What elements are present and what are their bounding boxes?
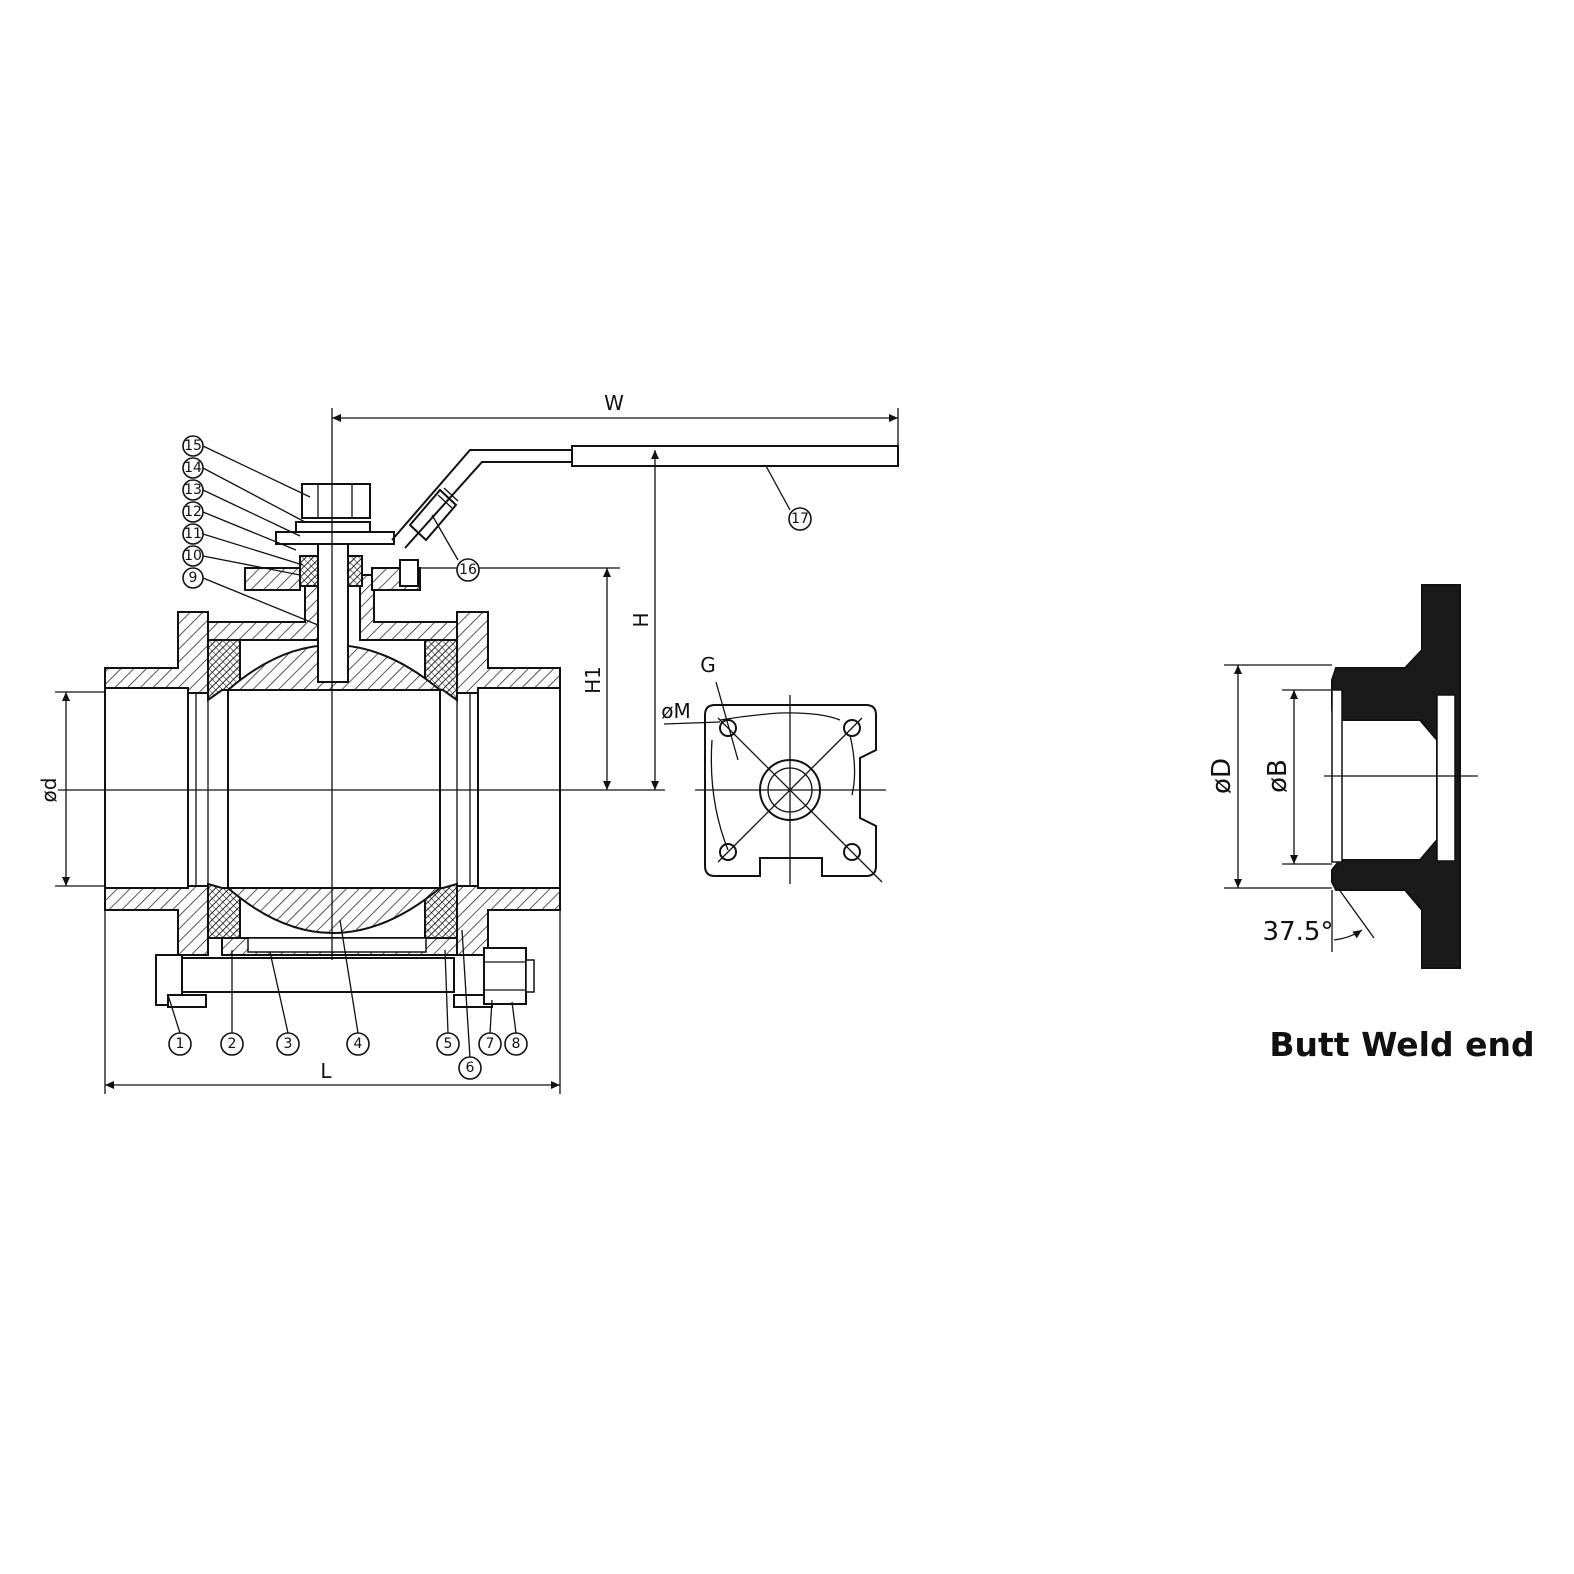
butt-weld-detail: øD øB 37.5° Butt Weld end [1207,584,1535,1064]
detail-title: Butt Weld end [1269,1025,1534,1064]
svg-text:13: 13 [184,482,202,498]
part-balloons: 15 14 13 12 11 10 9 1 2 3 4 5 6 7 8 16 1… [167,435,812,1080]
balloon-9: 9 [182,567,204,589]
balloon-13: 13 [182,479,204,501]
svg-text:15: 15 [184,438,202,454]
left-seat-lower [207,882,241,939]
svg-text:3: 3 [284,1036,293,1052]
balloon-6: 6 [458,1056,482,1080]
svg-text:2: 2 [228,1036,237,1052]
balloon-4: 4 [346,1032,370,1056]
svg-text:12: 12 [184,504,202,520]
flange-bolt-hole [719,719,737,737]
dim-G: G [700,653,716,677]
stem-packing [299,555,319,587]
balloon-16: 16 [456,558,480,582]
svg-text:5: 5 [444,1036,453,1052]
dim-B: øB [1263,759,1293,793]
left-end-cap [104,611,209,694]
svg-text:4: 4 [354,1036,363,1052]
weld-end-body [1331,584,1461,969]
dim-W: W [604,391,624,415]
balloon-14: 14 [182,457,204,479]
balloon-3: 3 [276,1032,300,1056]
balloon-10: 10 [182,545,204,567]
ball-bottom [225,887,443,934]
dim-M: øM [661,699,691,723]
svg-text:6: 6 [466,1060,475,1076]
mounting-flange-view: G øM [661,653,886,884]
balloon-2: 2 [220,1032,244,1056]
dim-d: ød [37,778,61,803]
balloon-15: 15 [182,435,204,457]
valve-section-view [58,408,899,1008]
svg-text:1: 1 [176,1036,185,1052]
svg-text:10: 10 [184,548,202,564]
balloon-17: 17 [788,507,812,531]
svg-text:9: 9 [189,570,198,586]
svg-text:11: 11 [184,526,202,542]
bolt-shank [181,957,455,993]
dim-angle: 37.5° [1263,917,1334,947]
stem [317,539,349,683]
handle-grip [571,445,899,467]
balloon-7: 7 [478,1032,502,1056]
balloon-11: 11 [182,523,204,545]
dim-D: øD [1207,758,1237,794]
dim-L: L [320,1059,332,1083]
balloon-8: 8 [504,1032,528,1056]
right-end-cap-lower [456,885,561,956]
svg-text:17: 17 [791,511,809,527]
svg-text:16: 16 [459,562,477,578]
dim-H: H [629,612,653,627]
left-end-cap-lower [104,885,209,956]
svg-text:8: 8 [512,1036,521,1052]
stem-nut [301,483,371,519]
mounting-pad [244,567,301,591]
balloon-1: 1 [168,1032,192,1056]
dimension-lines: W H H1 ød L [37,391,899,1094]
svg-text:7: 7 [486,1036,495,1052]
balloon-12: 12 [182,501,204,523]
right-end-cap [456,611,561,694]
svg-text:14: 14 [184,460,202,476]
bolt-nut [483,947,527,1005]
flange-outline [704,704,877,877]
dim-H1: H1 [581,666,605,694]
handle-plate [275,531,395,545]
balloon-5: 5 [436,1032,460,1056]
